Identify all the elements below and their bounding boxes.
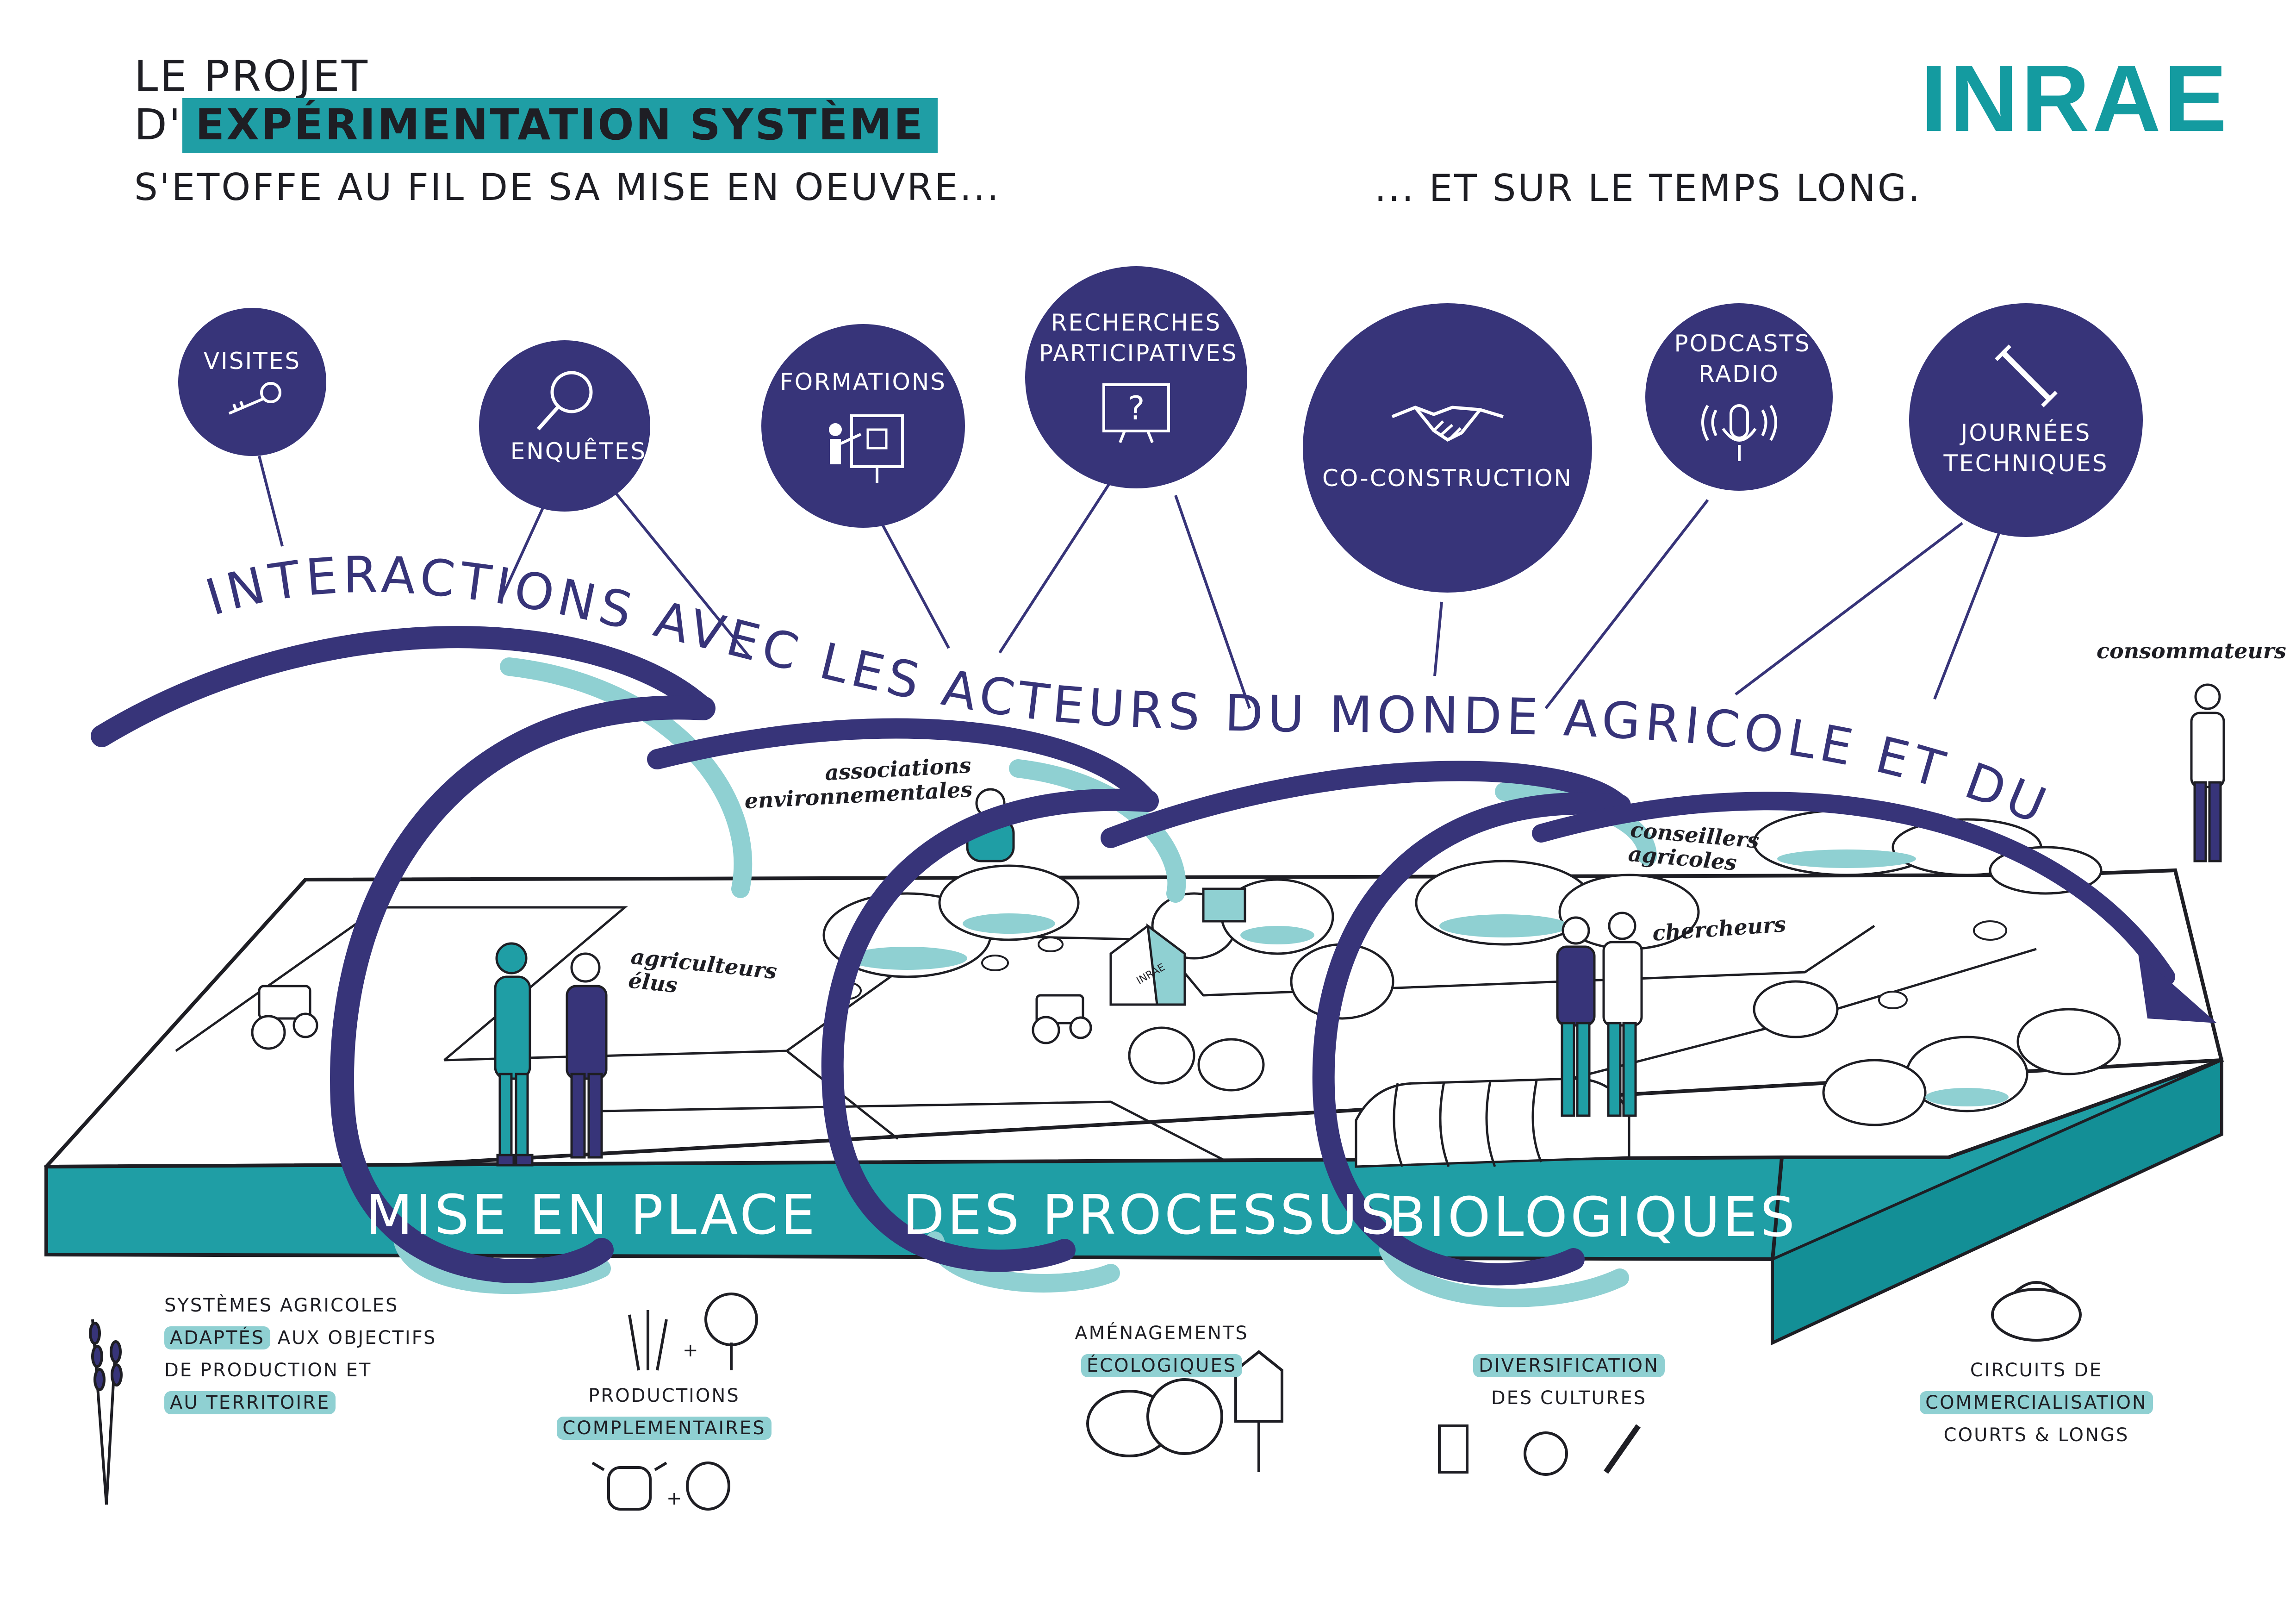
basket-icon [1991,1281,2082,1342]
legend-highlight: COMPLEMENTAIRES [557,1417,772,1440]
barn [1109,923,1186,1006]
person-researcher [1602,912,1643,1117]
circle-recherches: RECHERCHES PARTICIPATIVES ? [1025,266,1247,488]
band-label-2: DES PROCESSUS [902,1183,1398,1247]
circle-label: RECHERCHES PARTICIPATIVES [1039,309,1238,367]
barn-small [1202,887,1246,923]
legend-line: ÉCOLOGIQUES [1064,1349,1259,1382]
tractor-center [1032,994,1092,1044]
band-label-1: MISE EN PLACE [366,1183,818,1247]
circle-podcasts: PODCASTS RADIO [1645,303,1833,491]
wrench-icon [1994,344,2058,407]
person-advisor [1556,916,1596,1117]
legend-item-2: PRODUCTIONS COMPLEMENTAIRES [555,1380,773,1444]
circle-coconstruction: CO-CONSTRUCTION [1303,303,1592,593]
connector-lines [258,456,2001,709]
crop-tree-icon: + [628,1293,758,1371]
legend-line: AMÉNAGEMENTS [1075,1323,1249,1344]
circle-label: JOURNÉES TECHNIQUES [1943,419,2109,477]
legend-line: AU TERRITOIRE [164,1387,436,1419]
circle-label: ENQUÊTES [510,438,647,465]
legend-highlight: AU TERRITOIRE [164,1391,336,1414]
handshake-icon [1391,405,1504,442]
inrae-logo: INRAE [1921,45,2230,151]
legend-highlight: COMMERCIALISATION [1920,1391,2153,1414]
actor-consommateurs: consommateurs [2097,638,2286,663]
arc-arrow-head [2138,954,2217,1023]
title-line-2: D'EXPÉRIMENTATION SYSTÈME [134,98,938,153]
legend-highlight: DIVERSIFICATION [1473,1354,1665,1377]
tree-teal-accents [847,849,2009,1106]
slab-arrow-face [1771,1058,2223,1345]
title-highlight: EXPÉRIMENTATION SYSTÈME [182,98,938,153]
legend-line: DES CULTURES [1491,1387,1647,1409]
circle-label: PODCASTS RADIO [1674,330,1811,387]
legend-line: COMMERCIALISATION [1907,1387,2166,1419]
subtitle-right: ... ET SUR LE TEMPS LONG. [1375,167,1922,210]
title-line-1: LE PROJET [134,51,369,101]
legend-line: CIRCUITS DE [1970,1360,2103,1381]
legend-line: COMPLEMENTAIRES [555,1412,773,1444]
legend-line: DIVERSIFICATION [1462,1349,1675,1382]
circle-enquetes: ENQUÊTES [479,340,650,512]
title-line-3: S'ETOFFE AU FIL DE SA MISE EN OEUVRE... [134,166,1001,209]
circle-label: VISITES [203,348,301,375]
tractor-left [251,985,318,1050]
svg-text:+: + [666,1488,682,1509]
cow-sheep-icon: + [591,1462,730,1511]
legend-line: DE PRODUCTION ET [164,1360,372,1381]
legend-highlight: ADAPTÉS [164,1326,271,1349]
circle-label: FORMATIONS [779,369,947,395]
hedge-birdhouse-icon [1086,1350,1283,1472]
legend-text: AUX OBJECTIFS [277,1327,437,1349]
legend-item-1: SYSTÈMES AGRICOLES ADAPTÉS AUX OBJECTIFS… [164,1289,436,1419]
person-farmer [494,942,534,1167]
presentation-icon [829,414,904,483]
circle-journees: JOURNÉES TECHNIQUES [1909,303,2143,537]
wheat-icon [89,1319,123,1505]
person-elected [566,952,608,1159]
person-consumer [2190,683,2225,862]
legend-item-5: CIRCUITS DE COMMERCIALISATION COURTS & L… [1907,1354,2166,1451]
microphone-icon [1701,404,1777,461]
legend-line: ADAPTÉS AUX OBJECTIFS [164,1322,436,1354]
legend-highlight: ÉCOLOGIQUES [1081,1354,1243,1377]
svg-text:?: ? [1127,389,1145,427]
svg-text:+: + [683,1340,698,1361]
legend-line: COURTS & LONGS [1943,1424,2129,1446]
legend-item-4: DIVERSIFICATION DES CULTURES [1462,1349,1675,1414]
interaction-arc [91,626,2175,1286]
legend-line: SYSTÈMES AGRICOLES [164,1295,399,1316]
circle-formations: FORMATIONS [761,324,965,528]
band-label-3: BIOLOGIQUES [1388,1185,1798,1249]
title-prefix: D' [134,100,183,150]
legend-item-3: AMÉNAGEMENTS ÉCOLOGIQUES [1064,1317,1259,1382]
circle-label: CO-CONSTRUCTION [1322,464,1573,492]
magnifier-icon [537,371,593,431]
legend-line: PRODUCTIONS [588,1385,740,1406]
key-icon [228,382,281,415]
question-screen-icon: ? [1102,383,1170,443]
circle-visites: VISITES [178,308,326,456]
crops-diversity-icon [1438,1424,1641,1476]
